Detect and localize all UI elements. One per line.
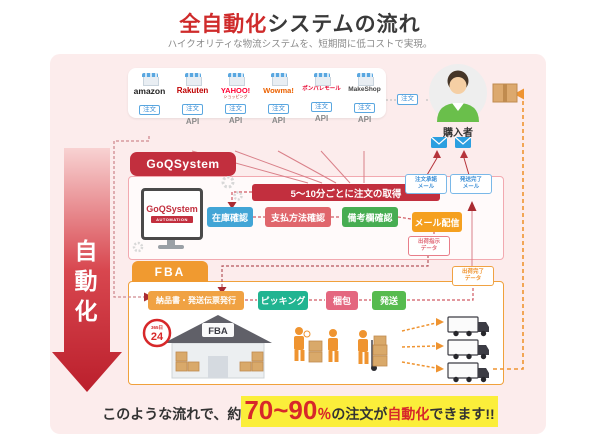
- store-ponparemall: ポンパレモール 注文 API: [300, 66, 343, 126]
- api-label: API: [228, 116, 243, 125]
- footer-percentage: 70~90: [244, 395, 318, 425]
- api-label: API: [271, 116, 286, 125]
- store-name: Rakuten: [176, 86, 209, 95]
- store-channels: amazon 注文 API Rakuten 注文 API YAHOO! ショッピ…: [128, 66, 386, 126]
- store-name: Wowma!: [263, 86, 294, 95]
- footer-suffix: できます!!: [429, 406, 495, 422]
- store-name: MakeShop: [348, 86, 381, 93]
- order-accept-mail-badge: 注文承諾 メール: [405, 174, 447, 195]
- ship-complete-mail-badge: 発送完了 メール: [450, 174, 492, 195]
- title-rest: システムの流れ: [267, 13, 421, 36]
- buyer-label: 購入者: [443, 128, 473, 139]
- order-badge: 注文: [182, 104, 203, 115]
- store-rakuten: Rakuten 注文 API: [171, 66, 214, 126]
- badge-line: メール: [462, 184, 480, 191]
- footer-highlight: 70~90％の注文が自動化できます!!: [241, 395, 498, 427]
- step-picking: ピッキング: [258, 291, 308, 310]
- page-title: 全自動化システムの流れ: [0, 8, 600, 38]
- store-subname: ショッピング: [223, 93, 248, 99]
- order-badge: 注文: [225, 103, 246, 114]
- store-name: amazon: [133, 86, 166, 96]
- badge-line: 発送完了: [459, 177, 482, 183]
- badge-line: 注文承諾: [414, 177, 437, 183]
- goq-automation-bar: AUTOMATION: [151, 216, 193, 224]
- step-payment-check: 支払方法確認: [265, 207, 331, 227]
- stores-card: [128, 68, 386, 118]
- fba-tab: FBA: [132, 261, 208, 282]
- storefront-icon: [313, 73, 331, 86]
- automation-arrow-label: 自動化: [71, 239, 97, 329]
- badge-line: メール: [417, 184, 435, 191]
- footer-prefix: このような流れで、約: [102, 406, 242, 422]
- footer-accent: 自動化: [387, 406, 430, 422]
- badge-line: データ: [420, 246, 438, 253]
- store-yahoo: YAHOO! ショッピング 注文 API: [214, 66, 257, 126]
- storefront-icon: [356, 73, 374, 86]
- store-amazon: amazon 注文 API: [128, 66, 171, 126]
- ship-instruction-data-badge: 出荷指示 データ: [408, 236, 450, 257]
- storefront-icon: [270, 73, 288, 86]
- goq-system-tab: GoQSystem: [130, 152, 236, 176]
- order-badge: 注文: [354, 102, 375, 113]
- order-badge: 注文: [311, 101, 332, 112]
- badge-line: 出荷指示: [417, 239, 440, 245]
- goq-monitor: GoQSystem AUTOMATION: [141, 188, 203, 240]
- order-badge: 注文: [139, 104, 160, 115]
- badge-line: データ: [464, 276, 482, 283]
- storefront-icon: [227, 73, 245, 86]
- store-name: YAHOO!: [220, 86, 251, 95]
- step-packing: 梱包: [326, 291, 358, 310]
- step-mail-delivery: メール配信: [412, 212, 462, 232]
- step-slip-issue: 納品書・発送伝票発行: [148, 291, 244, 310]
- footer-mid: の注文が: [331, 406, 388, 422]
- ship-complete-data-badge: 出荷完了 データ: [452, 266, 494, 287]
- buyer-order-badge: 注文: [397, 94, 418, 105]
- store-wowma: Wowma! 注文 API: [257, 66, 300, 126]
- api-label: API: [357, 115, 372, 124]
- footer-percent-sign: ％: [317, 406, 332, 422]
- api-label: API: [185, 116, 200, 126]
- api-label: API: [314, 114, 329, 123]
- storefront-icon: [141, 73, 159, 86]
- badge-line: 出荷完了: [461, 269, 484, 275]
- goq-order-fetch-banner: 5～10分ごとに注文の取得: [252, 184, 440, 201]
- page-subtitle: ハイクオリティな物流システムを、短期間に低コストで実現。: [167, 39, 433, 50]
- title-accent: 全自動化: [179, 13, 268, 36]
- goq-monitor-brand: GoQSystem: [146, 203, 198, 214]
- monitor-stand: [167, 240, 175, 245]
- step-stock-check: 在庫確認: [207, 207, 253, 227]
- monitor-base: [158, 245, 184, 249]
- store-makeshop: MakeShop 注文 API: [343, 66, 386, 126]
- step-shipping: 発送: [372, 291, 406, 310]
- store-name: ポンパレモール: [302, 86, 341, 92]
- storefront-icon: [184, 73, 202, 86]
- step-remarks-check: 備考欄確認: [342, 207, 398, 227]
- order-badge: 注文: [268, 103, 289, 114]
